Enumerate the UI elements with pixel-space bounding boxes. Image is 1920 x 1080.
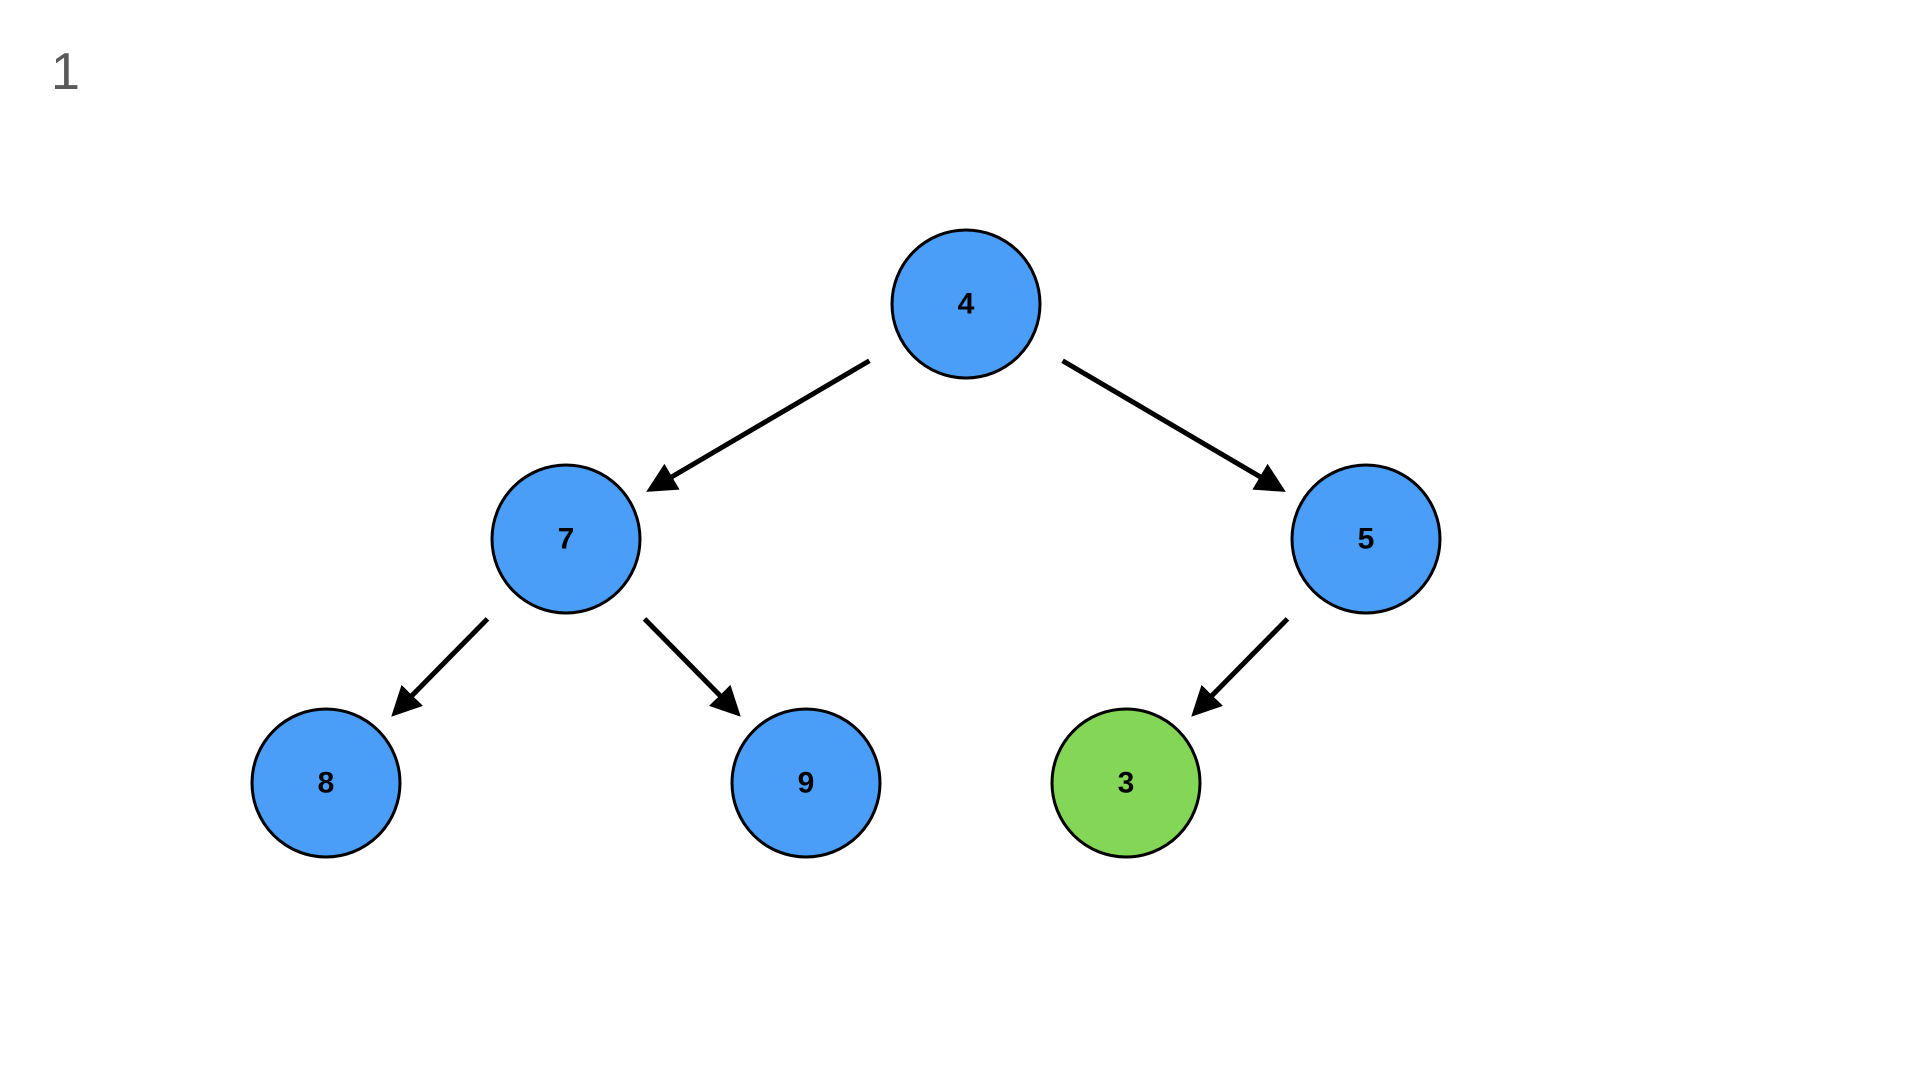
- edge-arrow-7-to-9: [642, 617, 741, 717]
- node-label: 7: [558, 523, 575, 556]
- node-circle: [1290, 463, 1442, 615]
- node-circle: [730, 707, 882, 859]
- tree-node-3: 3: [1050, 707, 1202, 859]
- tree-node-5: 5: [1290, 463, 1442, 615]
- tree-edges: [391, 358, 1290, 717]
- node-circle: [1050, 707, 1202, 859]
- tree-node-7: 7: [490, 463, 642, 615]
- slide-number: 1: [51, 43, 80, 101]
- node-label: 5: [1358, 523, 1375, 556]
- node-circle: [490, 463, 642, 615]
- tree-node-4: 4: [890, 228, 1042, 380]
- edge-arrow-7-to-8: [391, 617, 490, 717]
- node-label: 3: [1118, 767, 1135, 800]
- tree-node-8: 8: [250, 707, 402, 859]
- node-circle: [250, 707, 402, 859]
- edge-arrow-5-to-3: [1191, 617, 1290, 717]
- edge-arrow-4-to-5: [1061, 358, 1286, 492]
- node-label: 4: [958, 288, 975, 321]
- node-circle: [890, 228, 1042, 380]
- node-label: 8: [318, 767, 335, 800]
- node-label: 9: [798, 767, 815, 800]
- tree-nodes: 4 7 5 8 9 3: [250, 228, 1442, 859]
- tree-node-9: 9: [730, 707, 882, 859]
- edge-arrow-4-to-7: [646, 358, 871, 492]
